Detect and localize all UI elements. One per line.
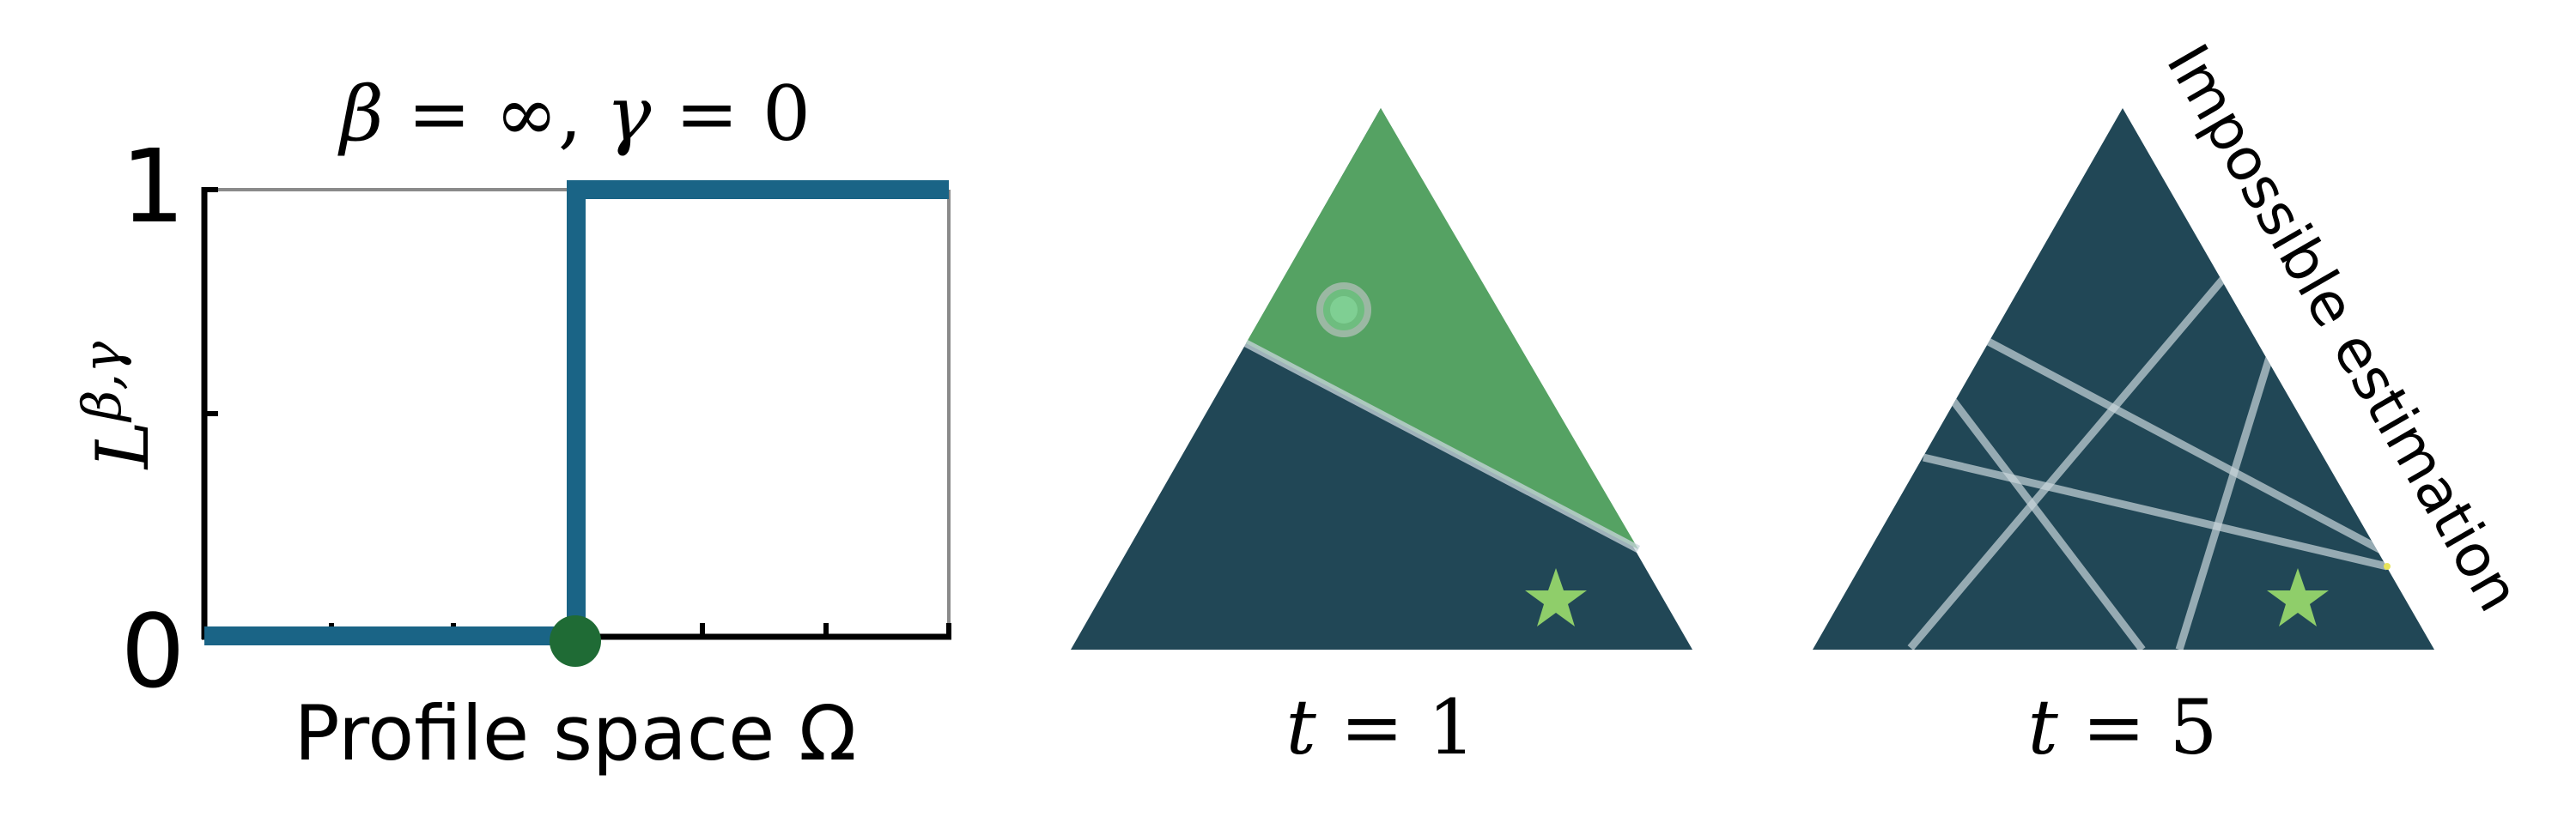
estimate-marker — [1316, 282, 1371, 337]
step-function-panel: β = ∞, γ = 0 Lβ,γ 1 0 Profile space Ω — [70, 70, 951, 778]
star-icon — [1525, 568, 1587, 626]
intersection-point — [2384, 563, 2391, 570]
constraint-line — [1949, 397, 2146, 650]
simplex-panel-t5: Impossible estimation t = 5 — [1813, 33, 2532, 772]
simplex-panel-t1: t = 1 — [1071, 108, 1692, 772]
caption-value: = 5 — [2058, 683, 2218, 772]
step-function-line — [204, 180, 949, 645]
panel2-caption: t = 1 — [1285, 683, 1475, 772]
y-label-L: L — [81, 421, 165, 470]
title-eq2: = 0 — [651, 70, 811, 158]
threshold-dot — [550, 615, 601, 667]
feasible-region-green — [1246, 108, 1638, 549]
panel3-caption: t = 5 — [2027, 683, 2217, 772]
panel1-title: β = ∞, γ = 0 — [337, 70, 811, 158]
constraint-line — [1981, 336, 2398, 561]
y-tick-label-0: 0 — [120, 592, 185, 711]
title-beta: β — [337, 70, 384, 158]
constraint-line — [1243, 340, 1641, 553]
y-axis-label: Lβ,γ — [70, 341, 165, 470]
constraint-lines — [1907, 270, 2398, 650]
constraint-line — [2175, 350, 2275, 650]
caption-t: t — [2027, 683, 2058, 772]
caption-value: = 1 — [1316, 683, 1476, 772]
constraint-line — [1907, 270, 2232, 650]
title-gamma: γ — [606, 70, 652, 158]
star-icon — [2267, 568, 2329, 626]
constraint-line — [1922, 453, 2389, 571]
simplex-region-dark — [1813, 108, 2434, 650]
x-axis-label: Profile space Ω — [295, 689, 857, 778]
y-tick-label-1: 1 — [120, 127, 185, 245]
y-label-superscript: β,γ — [70, 341, 133, 423]
caption-t: t — [1285, 683, 1316, 772]
title-eq1: = ∞, — [384, 70, 606, 158]
